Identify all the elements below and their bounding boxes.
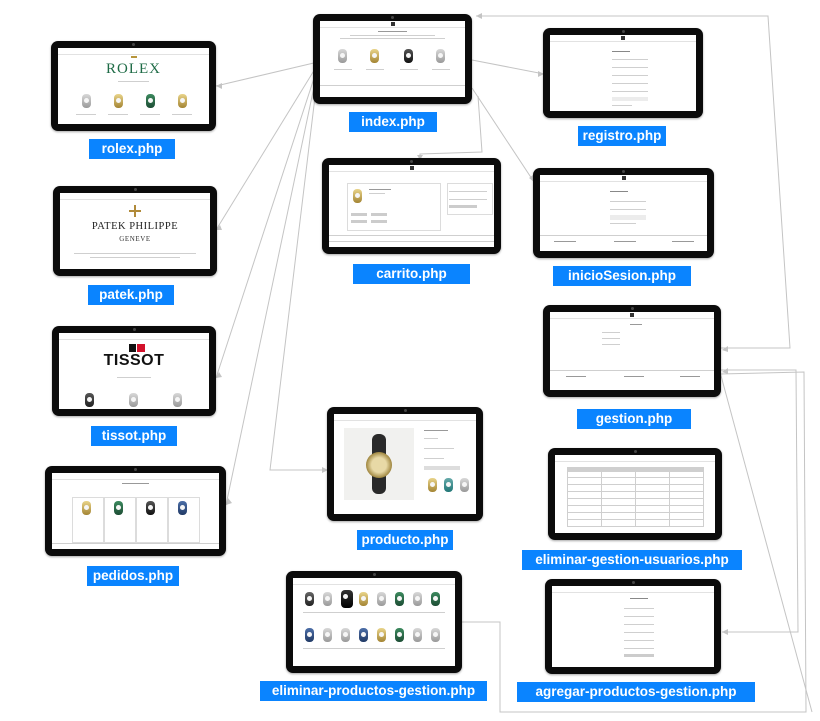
tissot-logo: TISSOT [103, 352, 165, 369]
device-rolex: ROLEX [51, 41, 216, 131]
label-eliminar-productos-gestion: eliminar-productos-gestion.php [260, 681, 487, 701]
screen-producto [334, 414, 476, 514]
label-index: index.php [349, 112, 437, 132]
screen-inicioSesion [540, 175, 707, 251]
screen-eliminar-gestion-usuarios [555, 455, 715, 533]
device-gestion [543, 305, 721, 397]
device-pedidos [45, 466, 226, 556]
link-index-registro [471, 59, 545, 75]
screen-rolex: ROLEX [58, 48, 209, 124]
device-tissot: TISSOT [52, 326, 216, 416]
screen-index [320, 21, 465, 97]
device-agregar-productos-gestion [545, 579, 721, 674]
device-inicioSesion [533, 168, 714, 258]
label-gestion: gestion.php [577, 409, 691, 429]
device-eliminar-productos-gestion [286, 571, 462, 673]
label-carrito: carrito.php [353, 264, 470, 284]
screen-tissot: TISSOT [59, 333, 209, 409]
link-gestion-eliminar-productos [719, 371, 813, 713]
link-index-inicio [471, 87, 535, 183]
link-index-tissot [215, 65, 319, 379]
label-producto: producto.php [357, 530, 453, 550]
device-patek: PATEK PHILIPPE GENEVE [53, 186, 217, 276]
device-registro [543, 28, 703, 118]
device-eliminar-gestion-usuarios [548, 448, 722, 540]
tissot-cross-icon [129, 344, 145, 352]
label-pedidos: pedidos.php [87, 566, 179, 586]
device-carrito [322, 158, 501, 254]
link-gestion-agregar [462, 371, 807, 713]
label-patek: patek.php [88, 285, 174, 305]
link-index-rolex [215, 61, 319, 87]
link-index-producto [269, 71, 328, 471]
patek-logo: PATEK PHILIPPE [91, 221, 179, 232]
screen-gestion [550, 312, 714, 390]
screen-agregar-productos-gestion [552, 586, 714, 667]
screen-patek: PATEK PHILIPPE GENEVE [60, 193, 210, 269]
label-rolex: rolex.php [89, 139, 175, 159]
device-producto [327, 407, 483, 521]
label-inicioSesion: inicioSesion.php [553, 266, 691, 286]
screen-carrito [329, 165, 494, 247]
device-index [313, 14, 472, 104]
link-gestion-index [476, 15, 791, 349]
link-index-patek [215, 63, 319, 231]
screen-registro [550, 35, 696, 111]
label-tissot: tissot.php [91, 426, 177, 446]
label-eliminar-gestion-usuarios: eliminar-gestion-usuarios.php [522, 550, 742, 570]
patek-cross-icon [129, 205, 141, 217]
patek-sub-logo: GENEVE [119, 235, 151, 243]
label-registro: registro.php [578, 126, 666, 146]
watch-dial [366, 452, 392, 478]
link-index-pedidos [225, 67, 319, 506]
link-gestion-usuarios [720, 369, 799, 633]
screen-eliminar-productos-gestion [293, 578, 455, 666]
rolex-logo: ROLEX [106, 61, 161, 77]
label-agregar-productos-gestion: agregar-productos-gestion.php [517, 682, 755, 702]
screen-pedidos [52, 473, 219, 549]
